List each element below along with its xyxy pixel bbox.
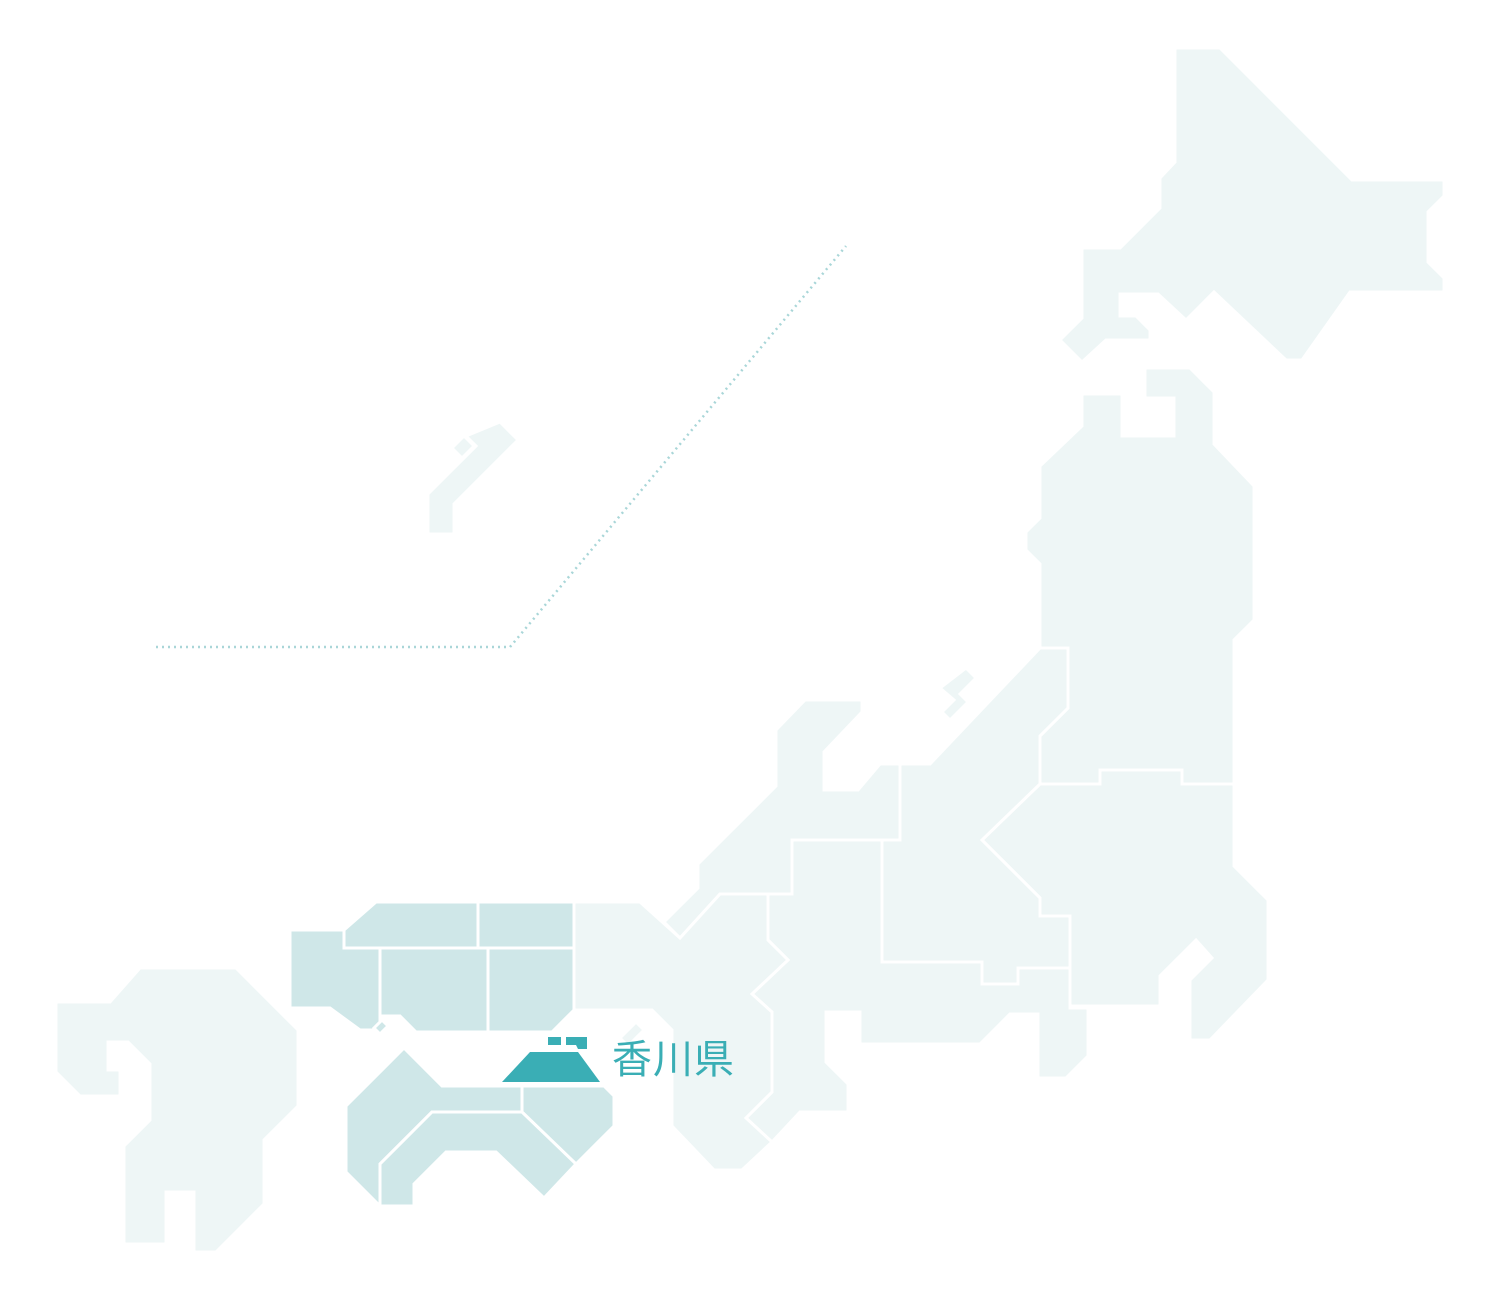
island-awaji[interactable]	[617, 1019, 647, 1049]
pref-okayama[interactable]	[486, 946, 576, 1034]
prefecture-label: 香川県	[612, 1037, 735, 1083]
region-hokkaido[interactable]	[1057, 46, 1446, 365]
island-small-inland[interactable]	[371, 1017, 391, 1037]
pref-shimane[interactable]	[342, 900, 480, 950]
island-oki[interactable]	[426, 420, 521, 536]
region-kinki[interactable]	[572, 892, 791, 1172]
island-sado[interactable]	[937, 666, 979, 723]
region-kyushu[interactable]	[54, 966, 300, 1254]
pref-tottori[interactable]	[476, 900, 576, 950]
region-tohoku[interactable]	[1024, 366, 1256, 786]
island-small-north[interactable]	[449, 433, 477, 461]
pref-hiroshima[interactable]	[378, 946, 490, 1034]
castle-roof-icon	[502, 1037, 600, 1082]
callout-line	[156, 245, 847, 649]
pref-kochi[interactable]	[378, 1110, 579, 1208]
